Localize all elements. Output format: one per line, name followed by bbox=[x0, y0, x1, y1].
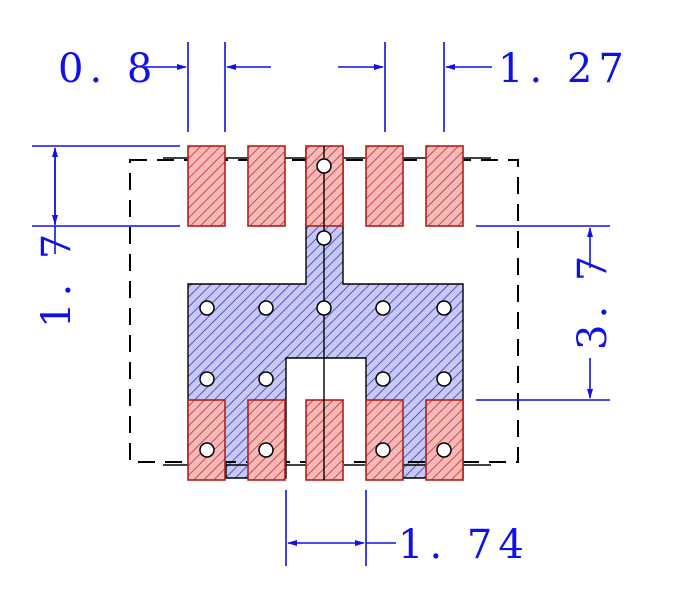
via bbox=[258, 300, 274, 316]
bottom-pad bbox=[247, 399, 286, 481]
via bbox=[258, 371, 274, 387]
dimension-pad-width bbox=[142, 42, 271, 132]
via bbox=[316, 300, 332, 316]
center-gap-label: 1. 74 bbox=[398, 522, 530, 568]
bottom-pad bbox=[187, 399, 226, 481]
dimension-center-gap bbox=[285, 490, 396, 566]
dimension-pad-height bbox=[32, 145, 180, 254]
via bbox=[199, 442, 215, 458]
via bbox=[199, 300, 215, 316]
pad-height-label: 1. 7 bbox=[34, 228, 80, 328]
top-pad bbox=[247, 145, 286, 227]
top-pad bbox=[425, 145, 464, 227]
top-pad bbox=[187, 145, 226, 227]
pad-pitch-label: 1. 27 bbox=[498, 46, 630, 92]
via bbox=[316, 230, 332, 246]
vias bbox=[199, 158, 452, 458]
pad-width-label: 0. 8 bbox=[58, 46, 158, 92]
dimension-pad-pitch bbox=[338, 42, 492, 132]
via bbox=[316, 158, 332, 174]
lead-tabs bbox=[163, 157, 491, 466]
dimension-pad-span bbox=[476, 225, 610, 401]
via bbox=[258, 442, 274, 458]
via bbox=[375, 442, 391, 458]
top-pad bbox=[365, 145, 404, 227]
via bbox=[199, 371, 215, 387]
bottom-pad bbox=[365, 399, 404, 481]
via bbox=[375, 371, 391, 387]
pad-span-label: 3. 7 bbox=[570, 250, 616, 350]
bottom-pad bbox=[425, 399, 464, 481]
via bbox=[436, 371, 452, 387]
via bbox=[436, 442, 452, 458]
via bbox=[375, 300, 391, 316]
via bbox=[436, 300, 452, 316]
